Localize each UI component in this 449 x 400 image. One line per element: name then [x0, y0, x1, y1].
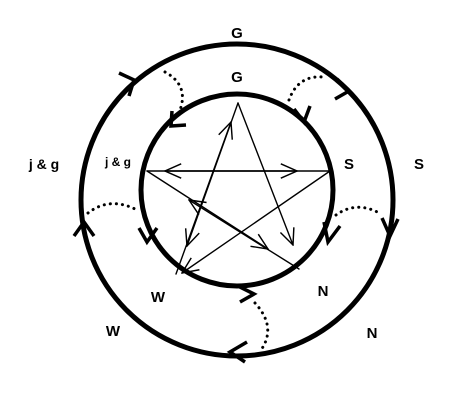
- inner-label-jg: j & g: [104, 155, 131, 169]
- outer-label-w: W: [106, 323, 121, 340]
- pentagram: [146, 102, 331, 275]
- star-line-s-to-w: [182, 170, 331, 273]
- outer-arrow-top-right: [334, 77, 352, 101]
- inner-arrow-bottom: [237, 284, 258, 304]
- dotted-connector-right: [334, 205, 383, 217]
- inner-label-w: W: [151, 289, 166, 306]
- outer-ring-arrows: [72, 71, 400, 364]
- inner-label-g: G: [231, 69, 243, 86]
- dotted-connector-top-right: [287, 75, 325, 102]
- dotted-connector-left: [86, 202, 139, 215]
- star-line-w-to-g: [175, 122, 231, 275]
- star-line-n-to-jg: [189, 200, 300, 270]
- outer-arrow-left: [72, 218, 96, 238]
- outer-arrow-right: [380, 217, 400, 241]
- star-line-g-to-n: [237, 102, 293, 245]
- dotted-connectors: [86, 70, 383, 352]
- inner-arrow-right: [322, 221, 342, 247]
- inner-arrow-left: [137, 226, 159, 246]
- dotted-connector-bottom: [253, 301, 270, 352]
- inner-ring-arrows: [137, 105, 342, 304]
- inner-arrow-top-left: [169, 110, 187, 128]
- outer-label-s: S: [414, 156, 424, 173]
- inner-label-s: S: [344, 156, 354, 173]
- outer-label-jg: j & g: [28, 156, 59, 172]
- outer-label-g: G: [231, 25, 243, 42]
- inner-label-n: N: [318, 283, 329, 300]
- dotted-connector-top-left: [163, 70, 184, 112]
- outer-arrow-bottom: [226, 340, 248, 364]
- inner-arrow-top-right: [292, 105, 312, 126]
- star-line-jg-to-n: [146, 170, 268, 249]
- outer-arrow-top-left: [118, 71, 137, 97]
- outer-label-n: N: [367, 325, 378, 342]
- inner-ring: [138, 91, 336, 289]
